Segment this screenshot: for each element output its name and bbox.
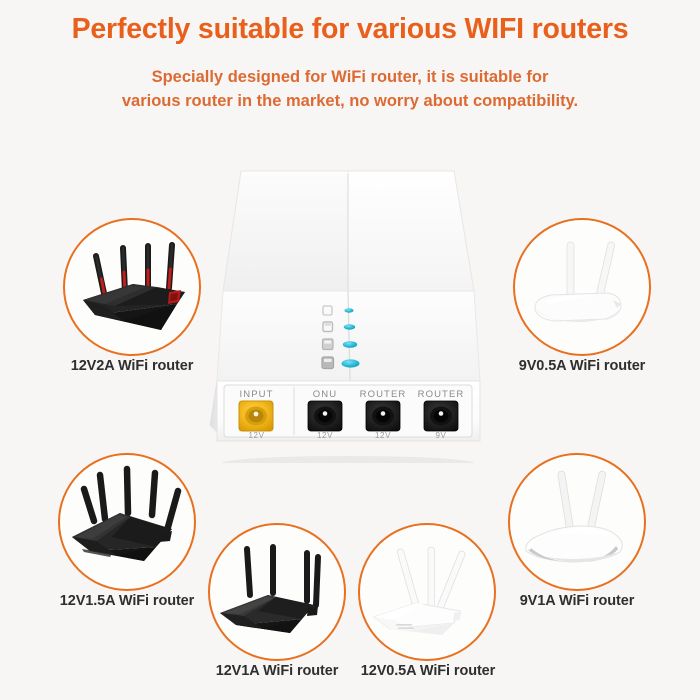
subtitle-line-1: Specially designed for WiFi router, it i… (151, 68, 549, 86)
router-thumb-12v15a (58, 453, 196, 591)
black-gaming-router-icon (83, 242, 185, 330)
router-thumb-9v1a (508, 453, 646, 591)
led-indicator-group (321, 305, 360, 370)
page-title: Perfectly suitable for various WIFI rout… (71, 13, 629, 45)
subtitle-line-2: various router in the market, no worry a… (121, 92, 579, 110)
port-jack-onu (307, 400, 343, 432)
router-caption-12v15a: 12V1.5A WiFi router (59, 593, 195, 609)
router-caption-9v1a: 9V1A WiFi router (519, 593, 635, 609)
router-thumb-9v05a (513, 218, 651, 356)
router-caption-9v05a: 9V0.5A WiFi router (518, 358, 646, 374)
power-splitter-device: INPUT ONU ROUTER ROUTER 12V 12V 12V 9V (196, 163, 496, 463)
device-illustration (209, 170, 481, 463)
router-caption-12v2a: 12V2A WiFi router (70, 358, 194, 374)
router-thumb-12v2a (63, 218, 201, 356)
router-thumb-12v1a (208, 523, 346, 661)
router-caption-12v1a: 12V1A WiFi router (215, 663, 339, 679)
port-jack-router-9v (423, 400, 459, 432)
white-curved-2-antenna-router-icon (525, 470, 623, 563)
router-thumb-12v05a (358, 523, 496, 661)
black-flat-4-antenna-router-icon (220, 544, 321, 633)
port-jack-input (238, 400, 274, 432)
white-3-antenna-router-icon (372, 546, 466, 635)
white-2-antenna-router-icon (534, 241, 622, 323)
router-caption-12v05a: 12V0.5A WiFi router (360, 663, 496, 679)
black-angular-5-antenna-router-icon (72, 465, 182, 561)
port-jack-router-12v (365, 400, 401, 432)
